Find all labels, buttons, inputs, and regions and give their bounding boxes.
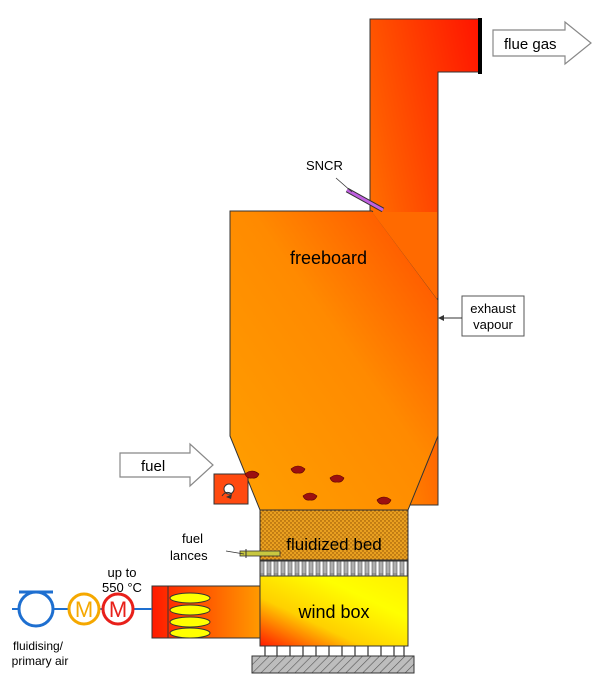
heating-coils xyxy=(169,592,211,639)
exhaust-vapour-pointer xyxy=(438,315,462,321)
fuel-screw-icon xyxy=(223,483,235,495)
motor-red-label: M xyxy=(109,597,127,622)
fuel-label: fuel xyxy=(141,458,165,475)
fuel-particles xyxy=(244,465,392,505)
fuel-lances-label-line2: lances xyxy=(170,548,208,563)
sncr-nozzle xyxy=(345,187,385,213)
flue-gas-label: flue gas xyxy=(504,36,557,53)
freeboard-label: freeboard xyxy=(290,248,367,268)
distributor-plate xyxy=(259,560,409,577)
fluidized-bed-label: fluidized bed xyxy=(286,535,381,554)
fuel-lance-pointer xyxy=(225,550,245,555)
flue-gas-arrow xyxy=(492,20,592,66)
sncr-pointer xyxy=(335,177,353,193)
fuel-arrow xyxy=(119,442,214,488)
temperature-label-line2: 550 °C xyxy=(102,580,142,595)
wind-box xyxy=(259,575,409,647)
motor-yellow-icon: M xyxy=(67,592,101,626)
fan-icon xyxy=(17,590,55,628)
motor-yellow-label: M xyxy=(75,597,93,622)
sncr-label: SNCR xyxy=(306,158,343,173)
wind-box-label: wind box xyxy=(297,602,369,622)
exhaust-vapour-label-line1: exhaust xyxy=(470,301,516,316)
fluidising-air-label-line1: fluidising/ xyxy=(13,639,64,653)
exhaust-vapour-box xyxy=(461,295,525,337)
fluidized-bed xyxy=(259,509,409,561)
motor-red-icon: M xyxy=(101,592,135,626)
support-legs xyxy=(264,646,405,656)
fuel-lances-label-line1: fuel xyxy=(182,531,203,546)
temperature-label-line1: up to xyxy=(108,565,137,580)
fluidising-air-label-line2: primary air xyxy=(12,654,69,668)
exhaust-vapour-label-line2: vapour xyxy=(473,317,513,332)
foundation-base xyxy=(251,655,415,674)
